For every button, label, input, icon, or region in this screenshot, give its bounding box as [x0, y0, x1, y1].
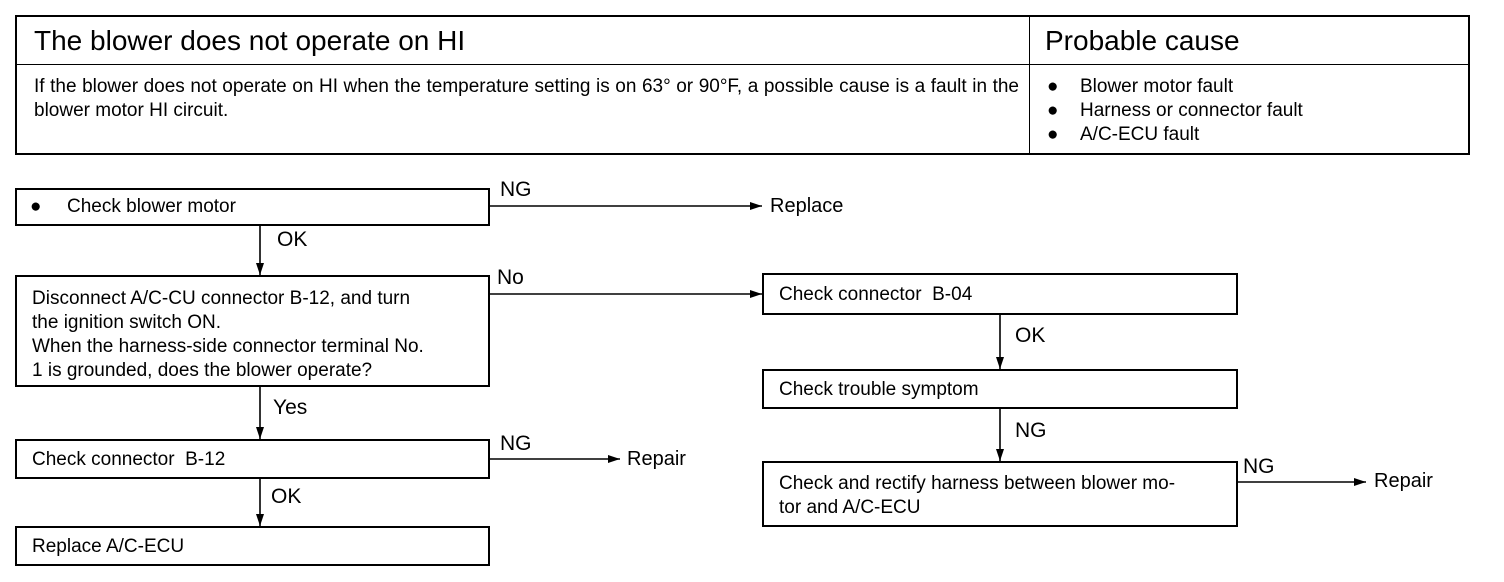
table-column-divider — [1029, 17, 1030, 153]
bullet-icon: ● — [30, 196, 42, 217]
step-label: Check trouble symptom — [779, 379, 979, 400]
step-label: Check and rectify harness between blower… — [779, 473, 1176, 518]
step-label: Check connector B-12 — [32, 449, 226, 470]
action-repair: Repair — [627, 448, 686, 470]
step-check-trouble-symptom: Check trouble symptom — [762, 369, 1238, 409]
label-ok: OK — [277, 228, 308, 251]
step-rectify-harness: Check and rectify harness between blower… — [762, 461, 1238, 527]
label-ok: OK — [1015, 324, 1046, 347]
step-label: Check connector B-04 — [779, 284, 973, 305]
bullet-icon: ● — [1047, 124, 1059, 145]
step-check-connector-b04: Check connector B-04 — [762, 273, 1238, 315]
label-ng: NG — [500, 432, 532, 455]
cause-item: ●Blower motor fault — [1047, 76, 1234, 97]
bullet-icon: ● — [1047, 76, 1059, 97]
bullet-icon: ● — [1047, 100, 1059, 121]
label-ng: NG — [1015, 419, 1047, 442]
cause-item: ●A/C-ECU fault — [1047, 124, 1200, 145]
step-check-blower-motor: ● Check blower motor — [15, 188, 490, 226]
step-replace-ecu: Replace A/C-ECU — [15, 526, 490, 566]
label-ng: NG — [1243, 455, 1275, 478]
step-label: Replace A/C-ECU — [32, 536, 185, 557]
step-disconnect-connector-question: Disconnect A/C-CU connector B-12, and tu… — [15, 275, 490, 387]
symptom-description: If the blower does not operate on HI whe… — [34, 76, 1019, 121]
probable-cause-list: ●Blower motor fault ●Harness or connecto… — [1045, 75, 1303, 147]
header-table: The blower does not operate on HI Probab… — [15, 15, 1470, 155]
step-label: Check blower motor — [67, 196, 236, 217]
label-yes: Yes — [273, 396, 308, 419]
label-ok: OK — [271, 485, 302, 508]
label-no: No — [497, 266, 524, 289]
table-row-divider — [17, 64, 1468, 65]
action-repair: Repair — [1374, 470, 1433, 492]
cause-item: ●Harness or connector fault — [1047, 100, 1303, 121]
symptom-title: The blower does not operate on HI — [34, 25, 466, 56]
step-label: Disconnect A/C-CU connector B-12, and tu… — [32, 288, 424, 381]
probable-cause-title: Probable cause — [1045, 25, 1240, 56]
step-check-connector-b12: Check connector B-12 — [15, 439, 490, 479]
label-ng: NG — [500, 178, 532, 201]
action-replace: Replace — [770, 195, 844, 217]
